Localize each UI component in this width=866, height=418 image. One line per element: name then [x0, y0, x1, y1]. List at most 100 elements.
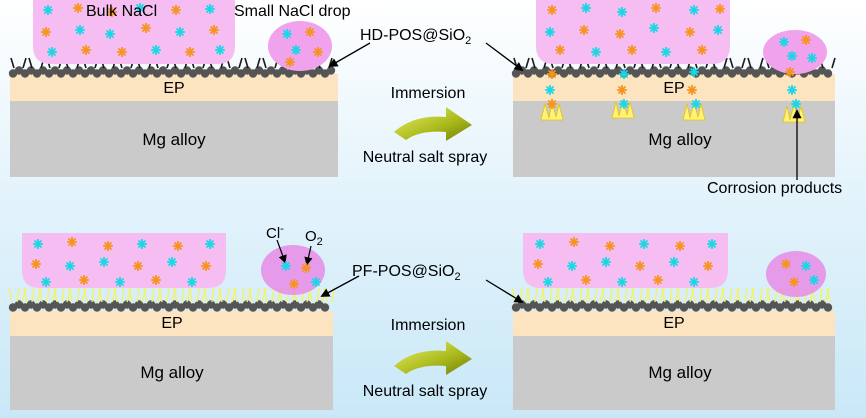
chloride-label: Cl-	[266, 224, 284, 242]
small-nacl-drop	[268, 21, 332, 71]
oxygen-molecule-icon	[546, 4, 558, 16]
mg-alloy-label-top-left: Mg alloy	[142, 130, 206, 149]
oxygen-molecule-icon	[686, 84, 698, 96]
oxygen-molecule-icon	[546, 98, 558, 110]
oxygen-molecule-icon	[650, 2, 662, 14]
oxygen-molecule-icon	[784, 66, 796, 78]
oxygen-molecule-icon	[652, 274, 664, 286]
oxygen-molecule-icon	[674, 240, 686, 252]
oxygen-molecule-icon	[616, 84, 628, 96]
chloride-ion-icon	[648, 22, 660, 34]
hd-pos-label: HD-POS@SiO2	[360, 28, 471, 47]
corrosion-products-label: Corrosion products	[707, 180, 843, 197]
pf-chains	[511, 287, 831, 303]
ep-label-top-right: EP	[663, 80, 685, 97]
oxygen-molecule-icon	[578, 24, 590, 36]
chloride-ion-icon	[32, 238, 44, 250]
oxygen-molecule-icon	[696, 44, 708, 56]
chloride-text: Cl	[266, 225, 281, 242]
particle-layer	[8, 300, 330, 312]
chloride-ion-icon	[281, 28, 293, 40]
chloride-ion-icon	[786, 84, 798, 96]
chloride-ion-icon	[204, 3, 216, 15]
oxygen-molecule-icon	[208, 24, 220, 36]
chloride-ion-icon	[590, 46, 602, 58]
chloride-ion-icon	[534, 238, 546, 250]
chloride-ion-icon	[616, 6, 628, 18]
chloride-ion-icon	[310, 276, 322, 288]
panel-top-left	[8, 0, 338, 177]
oxygen-molecule-icon	[40, 26, 52, 38]
chloride-pointer-arrow	[276, 239, 287, 264]
chloride-ion-icon	[134, 2, 146, 14]
ep-layer	[10, 311, 333, 336]
oxygen-molecule-icon	[684, 26, 696, 38]
oxygen-molecule-icon	[702, 260, 714, 272]
chloride-ion-icon	[786, 50, 798, 62]
chloride-ion-icon	[74, 24, 86, 36]
mg-alloy-label-bottom-left: Mg alloy	[140, 363, 204, 382]
oxygen-molecule-icon	[170, 4, 182, 16]
chloride-ion-icon	[806, 52, 818, 64]
chloride-ion-icon	[600, 256, 612, 268]
chloride-ion-icon	[616, 276, 628, 288]
oxygen-molecule-icon	[714, 3, 726, 15]
chloride-ion-icon	[638, 238, 650, 250]
small-nacl-drop-label: Small NaCl drop	[234, 3, 351, 20]
neutral-salt-spray-label-top: Neutral salt spray	[362, 149, 488, 166]
ep-layer	[10, 74, 338, 101]
mg-alloy-layer	[513, 336, 835, 410]
ep-layer	[513, 74, 835, 101]
particle-layer	[511, 300, 833, 312]
chloride-ion-icon	[618, 68, 630, 80]
process-arrow-top	[394, 107, 472, 141]
oxygen-molecule-icon	[546, 68, 558, 80]
bulk-nacl-label: Bulk NaCl	[86, 3, 158, 20]
chloride-ion-icon	[166, 256, 178, 268]
chloride-ion-icon	[104, 28, 116, 40]
oxygen-text: O	[305, 228, 317, 245]
chloride-ion-icon	[290, 44, 302, 56]
oxygen-molecule-icon	[140, 22, 152, 34]
oxygen-molecule-icon	[184, 46, 196, 58]
oxygen-molecule-icon	[284, 56, 296, 68]
chloride-ion-icon	[712, 24, 724, 36]
oxygen-molecule-icon	[568, 236, 580, 248]
mg-alloy-layer	[10, 101, 338, 177]
ep-layer	[513, 311, 835, 336]
hd-pos-text: HD-POS@SiO	[360, 27, 466, 44]
oxygen-molecule-icon	[102, 240, 114, 252]
oxygen-molecule-icon	[626, 44, 638, 56]
oxygen-molecule-icon	[312, 46, 324, 58]
oxygen-molecule-icon	[150, 274, 162, 286]
oxygen-molecule-icon	[800, 34, 812, 46]
mg-alloy-layer	[10, 336, 333, 410]
chloride-ion-icon	[688, 66, 700, 78]
chloride-ion-icon	[114, 276, 126, 288]
chloride-ion-icon	[690, 98, 702, 110]
immersion-label-bottom: Immersion	[390, 317, 466, 334]
oxygen-molecule-icon	[78, 274, 90, 286]
chloride-ion-icon	[544, 26, 556, 38]
neutral-salt-spray-label-bottom: Neutral salt spray	[362, 383, 488, 400]
chloride-ion-icon	[800, 260, 812, 272]
small-nacl-drop	[766, 251, 826, 297]
oxygen-molecule-icon	[72, 2, 84, 14]
pf-pos-label: PF-POS@SiO2	[352, 264, 461, 283]
particle-layer	[8, 66, 336, 78]
ep-label-bottom-left: EP	[161, 315, 183, 332]
chloride-ion-icon	[778, 36, 790, 48]
oxygen-label: O2	[305, 229, 323, 248]
oxygen-molecule-icon	[116, 46, 128, 58]
oxygen-molecule-icon	[788, 276, 800, 288]
oxygen-molecule-icon	[200, 260, 212, 272]
chloride-ion-icon	[42, 4, 54, 16]
mg-alloy-layer	[513, 101, 835, 177]
chloride-ion-icon	[150, 44, 162, 56]
chloride-ion-icon	[706, 238, 718, 250]
chloride-ion-icon	[688, 276, 700, 288]
oxygen-molecule-icon	[780, 258, 792, 270]
oxygen-molecule-icon	[80, 44, 92, 56]
oxygen-molecule-icon	[304, 26, 316, 38]
oxygen-molecule-icon	[288, 278, 300, 290]
